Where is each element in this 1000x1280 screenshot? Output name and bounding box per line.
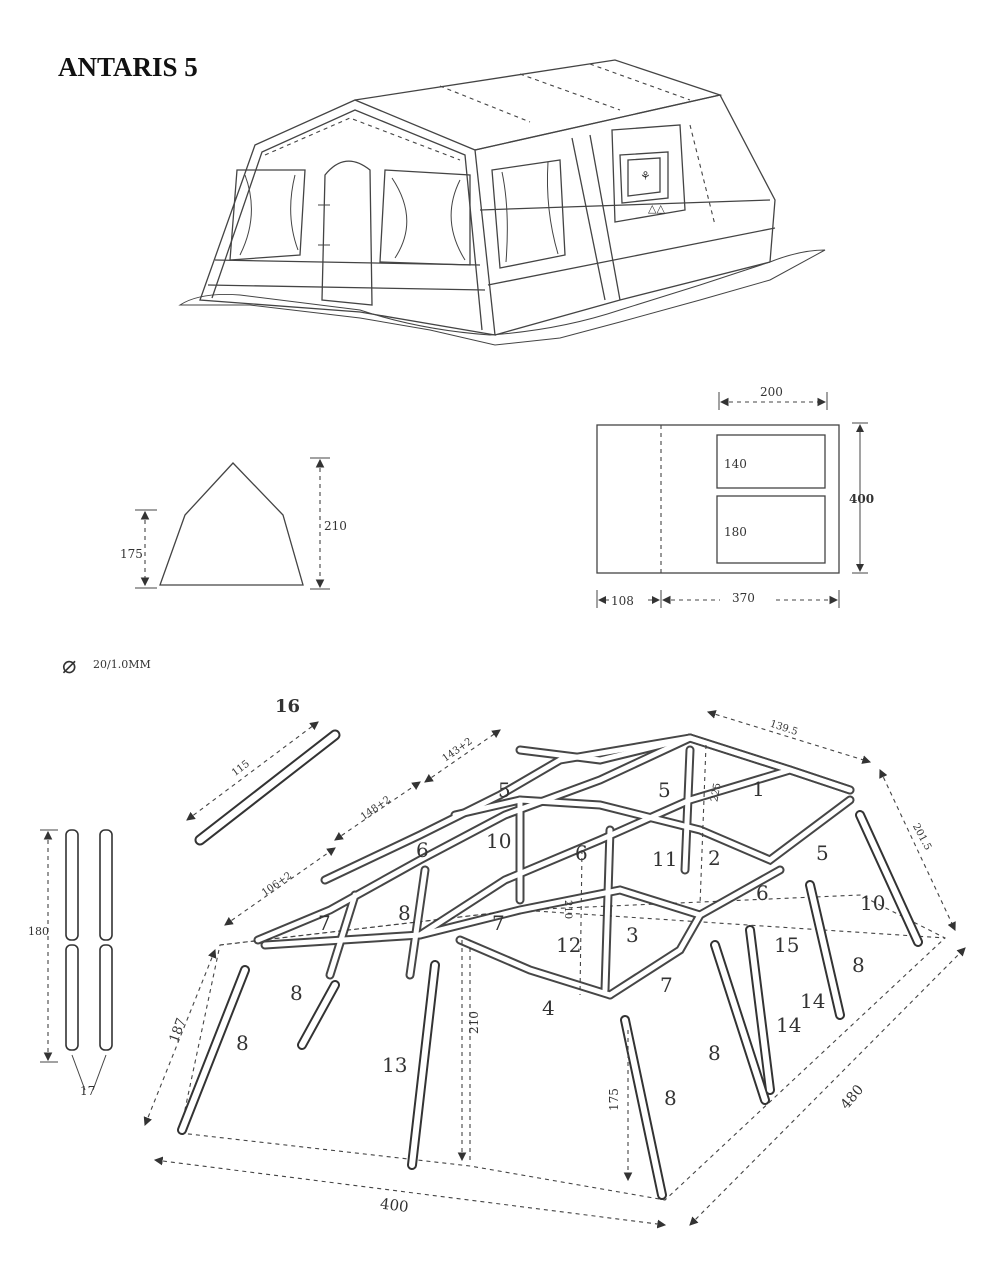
rear-width-label: 139.5 (768, 719, 799, 738)
part-4-label: 4 (542, 996, 555, 1020)
main-length-label: 370 (732, 591, 755, 605)
part-1-label: 1 (752, 777, 765, 801)
part-5c-label: 5 (816, 841, 829, 865)
part-2-label: 2 (708, 846, 721, 870)
ridge-height-label: 210 (324, 519, 347, 533)
front-leg-label: 187 (167, 1016, 190, 1044)
part-10b-label: 10 (860, 891, 885, 915)
part-8a-label: 8 (398, 901, 411, 925)
part-8d-label: 8 (664, 1086, 677, 1110)
pole-spec-text: 20/1.0MM (93, 658, 151, 671)
svg-text:△△: △△ (648, 202, 665, 215)
room-a-label: 140 (724, 457, 747, 471)
part-6b-label: 6 (575, 841, 588, 865)
height-225-label: 225 (709, 782, 723, 803)
part-11-label: 11 (652, 847, 677, 871)
depth-label: 400 (849, 492, 874, 506)
svg-text:⚘: ⚘ (640, 169, 651, 183)
side-profile: 175 210 (120, 457, 347, 590)
part-7b-label: 7 (492, 911, 505, 935)
part-12-label: 12 (556, 933, 581, 957)
top-seg3-label: 106+2 (260, 870, 294, 898)
pole-spec: ⌀ 20/1.0MM (62, 651, 151, 679)
inner-height-label: 210 (467, 1011, 481, 1034)
frame-diagram: 180 17 115 16 143+2 148+2 106+2 139.5 20… (28, 696, 966, 1229)
part-5a-label: 5 (498, 778, 511, 802)
page-title: ANTARIS 5 (58, 52, 198, 82)
part-8c-label: 8 (236, 1031, 249, 1055)
spare-length-label: 180 (28, 925, 49, 938)
part-6a-label: 6 (416, 838, 429, 862)
length-label: 480 (838, 1082, 867, 1113)
part-16-label: 16 (275, 696, 300, 717)
pole-16: 115 16 (186, 696, 341, 846)
room-b-label: 180 (724, 525, 747, 539)
tent-illustration: ⚘ △△ (178, 59, 826, 346)
bedroom-width-label: 200 (760, 385, 783, 399)
part-15-label: 15 (774, 933, 799, 957)
part-14b-label: 14 (800, 989, 825, 1013)
eave-height-label: 175 (120, 547, 143, 561)
top-seg1-label: 143+2 (441, 736, 475, 764)
floor-plan: 140 180 200 400 108 370 (596, 385, 874, 608)
rear-depth-label: 201.5 (910, 822, 933, 852)
part-6c-label: 6 (756, 881, 769, 905)
part-7a-label: 7 (318, 911, 331, 935)
part-13-label: 13 (382, 1053, 407, 1077)
width-label: 400 (379, 1195, 410, 1216)
part-8b-label: 8 (290, 981, 303, 1005)
part-7c-label: 7 (660, 973, 673, 997)
part-10a-label: 10 (486, 829, 511, 853)
porch-label: 108 (611, 594, 634, 608)
part-14a-label: 14 (776, 1013, 801, 1037)
top-seg2-label: 148+2 (359, 794, 393, 822)
part-5b-label: 5 (658, 778, 671, 802)
part-3-label: 3 (626, 923, 639, 947)
pole-16-length: 115 (230, 759, 252, 779)
spare-poles: 180 17 (28, 829, 113, 1098)
diameter-icon: ⌀ (62, 651, 76, 679)
part-17-label: 17 (80, 1084, 95, 1098)
part-8e-label: 8 (708, 1041, 721, 1065)
leg-height-label: 175 (607, 1088, 621, 1111)
height-210-inner-label: 210 (562, 900, 573, 919)
part-8f-label: 8 (852, 953, 865, 977)
